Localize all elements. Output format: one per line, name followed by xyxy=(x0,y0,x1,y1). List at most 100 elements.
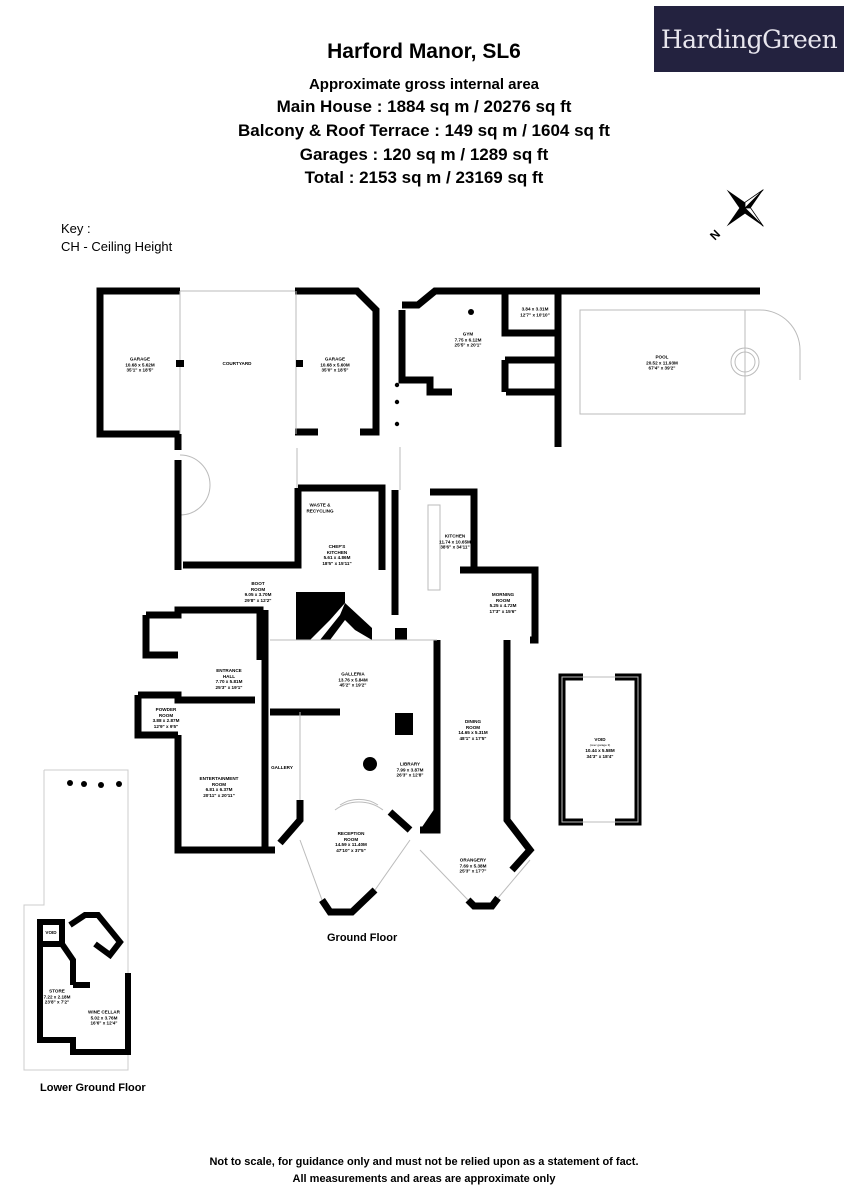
room-imperial: 38'6" x 34'11" xyxy=(440,544,470,550)
room-imperial: 48'1" x 17'5" xyxy=(459,735,487,741)
room-name: ROOM xyxy=(158,712,174,718)
room-name: VOID xyxy=(594,736,606,742)
room-metric: 7.69 x 5.38M xyxy=(459,863,487,869)
floor-label-lower: Lower Ground Floor xyxy=(40,1082,146,1094)
room-imperial: 16'6" x 12'4" xyxy=(90,1020,118,1026)
disclaimer-line-2: All measurements and areas are approxima… xyxy=(292,1173,556,1185)
compass-north-label: N xyxy=(707,227,723,243)
room-name: ROOM xyxy=(465,724,481,730)
room-metric: 5.02 x 3.76M xyxy=(90,1015,118,1021)
compass-icon xyxy=(726,189,764,227)
room-imperial: 12'7" x 10'10" xyxy=(520,312,550,317)
room-name: WASTE & xyxy=(309,502,331,508)
room-imperial: 20'11" x 20'11" xyxy=(203,792,235,798)
room-name: HALL xyxy=(222,673,236,679)
room-imperial: 35'1" x 18'5" xyxy=(126,367,154,373)
disclaimer-line-1: Not to scale, for guidance only and must… xyxy=(209,1156,639,1168)
room-name: WINE CELLAR xyxy=(88,1009,120,1015)
room-name: DINING xyxy=(464,718,482,724)
room-name: ORANGERY xyxy=(459,857,487,863)
area-subtitle: Approximate gross internal area xyxy=(308,76,540,93)
room-imperial: 34'3" x 18'4" xyxy=(586,753,614,759)
room-metric: 5.25 x 4.72M xyxy=(489,603,517,608)
room-imperial: 17'3" x 15'6" xyxy=(489,608,517,614)
area-balcony: Balcony & Roof Terrace : 149 sq m / 1604… xyxy=(238,121,610,140)
room-name: LIBRARY xyxy=(399,761,421,767)
room-imperial: 67'4" x 39'2" xyxy=(648,365,676,371)
room-metric: 6.81 x 6.37M xyxy=(205,787,233,792)
room-metric: 7.75 x 6.12M xyxy=(454,337,482,343)
floor-label-ground: Ground Floor xyxy=(327,932,398,944)
room-imperial: 18'5" x 15'11" xyxy=(322,560,352,566)
area-total: Total : 2153 sq m / 23169 sq ft xyxy=(304,168,544,187)
room-metric: 7.22 x 2.18M xyxy=(43,994,71,1000)
room-imperial: 25'3" x 19'1" xyxy=(215,684,243,690)
room-metric: 3.84 x 3.31M xyxy=(521,306,549,312)
room-imperial: 23'8" x 7'2" xyxy=(44,999,70,1005)
room-metric: 3.88 x 2.87M xyxy=(152,718,180,723)
room-name: ENTERTAINMENT xyxy=(199,775,239,781)
room-metric: 14.59 x 11.40M xyxy=(335,842,367,847)
room-name: RECEPTION xyxy=(337,830,365,836)
room-name: STORE xyxy=(49,988,65,994)
room-lower-void: VOID xyxy=(45,930,56,936)
room-metric: 11.74 x 10.65M xyxy=(439,539,471,545)
room-name: KITCHEN xyxy=(326,549,348,555)
room-name: POWDER xyxy=(155,706,177,712)
key-entry: CH - Ceiling Height xyxy=(61,239,173,254)
room-name: MORNING xyxy=(491,591,515,597)
room-courtyard: COURTYARD xyxy=(223,361,252,367)
room-name: RECYCLING xyxy=(306,508,334,513)
room-name: VOID xyxy=(45,930,57,936)
room-name: GALLERY xyxy=(271,765,293,771)
room-imperial: 25'5" x 20'1" xyxy=(454,342,482,348)
room-name: ENTRANCE xyxy=(216,667,242,673)
area-main-house: Main House : 1884 sq m / 20276 sq ft xyxy=(276,97,572,116)
room-gallery: GALLERY xyxy=(271,765,293,771)
room-metric: 7.70 x 5.81M xyxy=(215,679,243,684)
property-title: Harford Manor, SL6 xyxy=(327,40,521,63)
room-name: ROOM xyxy=(495,597,511,603)
room-name: KITCHEN xyxy=(444,533,466,539)
room-metric: 13.76 x 5.84M xyxy=(338,677,368,683)
room-name: CHEF'S xyxy=(328,543,346,549)
room-imperial: 35'0" x 18'5" xyxy=(321,367,349,373)
room-name: GYM xyxy=(462,331,474,337)
room-metric: 7.99 x 3.87M xyxy=(396,767,424,773)
room-name: ROOM xyxy=(211,781,227,787)
room-metric: 10.44 x 5.58M xyxy=(585,748,615,753)
room-name: ROOM xyxy=(343,836,359,842)
room-imperial: 47'10" x 37'5" xyxy=(336,847,366,853)
room-imperial: 12'9" x 9'5" xyxy=(153,723,179,729)
room-metric: 10.68 x 5.60M xyxy=(320,362,350,368)
room-imperial: 26'3" x 12'8" xyxy=(396,772,424,778)
room-note: (over garage 3) xyxy=(589,742,611,747)
room-imperial: 25'3" x 17'7" xyxy=(459,868,487,874)
area-garages: Garages : 120 sq m / 1289 sq ft xyxy=(299,145,549,164)
room-metric: 9.05 x 3.70M xyxy=(244,592,272,597)
room-imperial: 29'8" x 12'2" xyxy=(244,597,272,603)
room-metric: 5.61 x 4.86M xyxy=(323,555,351,560)
room-name: ROOM xyxy=(250,586,266,592)
room-waste-recycling: WASTE &RECYCLING xyxy=(306,502,333,513)
room-name: GARAGE xyxy=(129,356,151,362)
key-title: Key : xyxy=(61,221,91,236)
